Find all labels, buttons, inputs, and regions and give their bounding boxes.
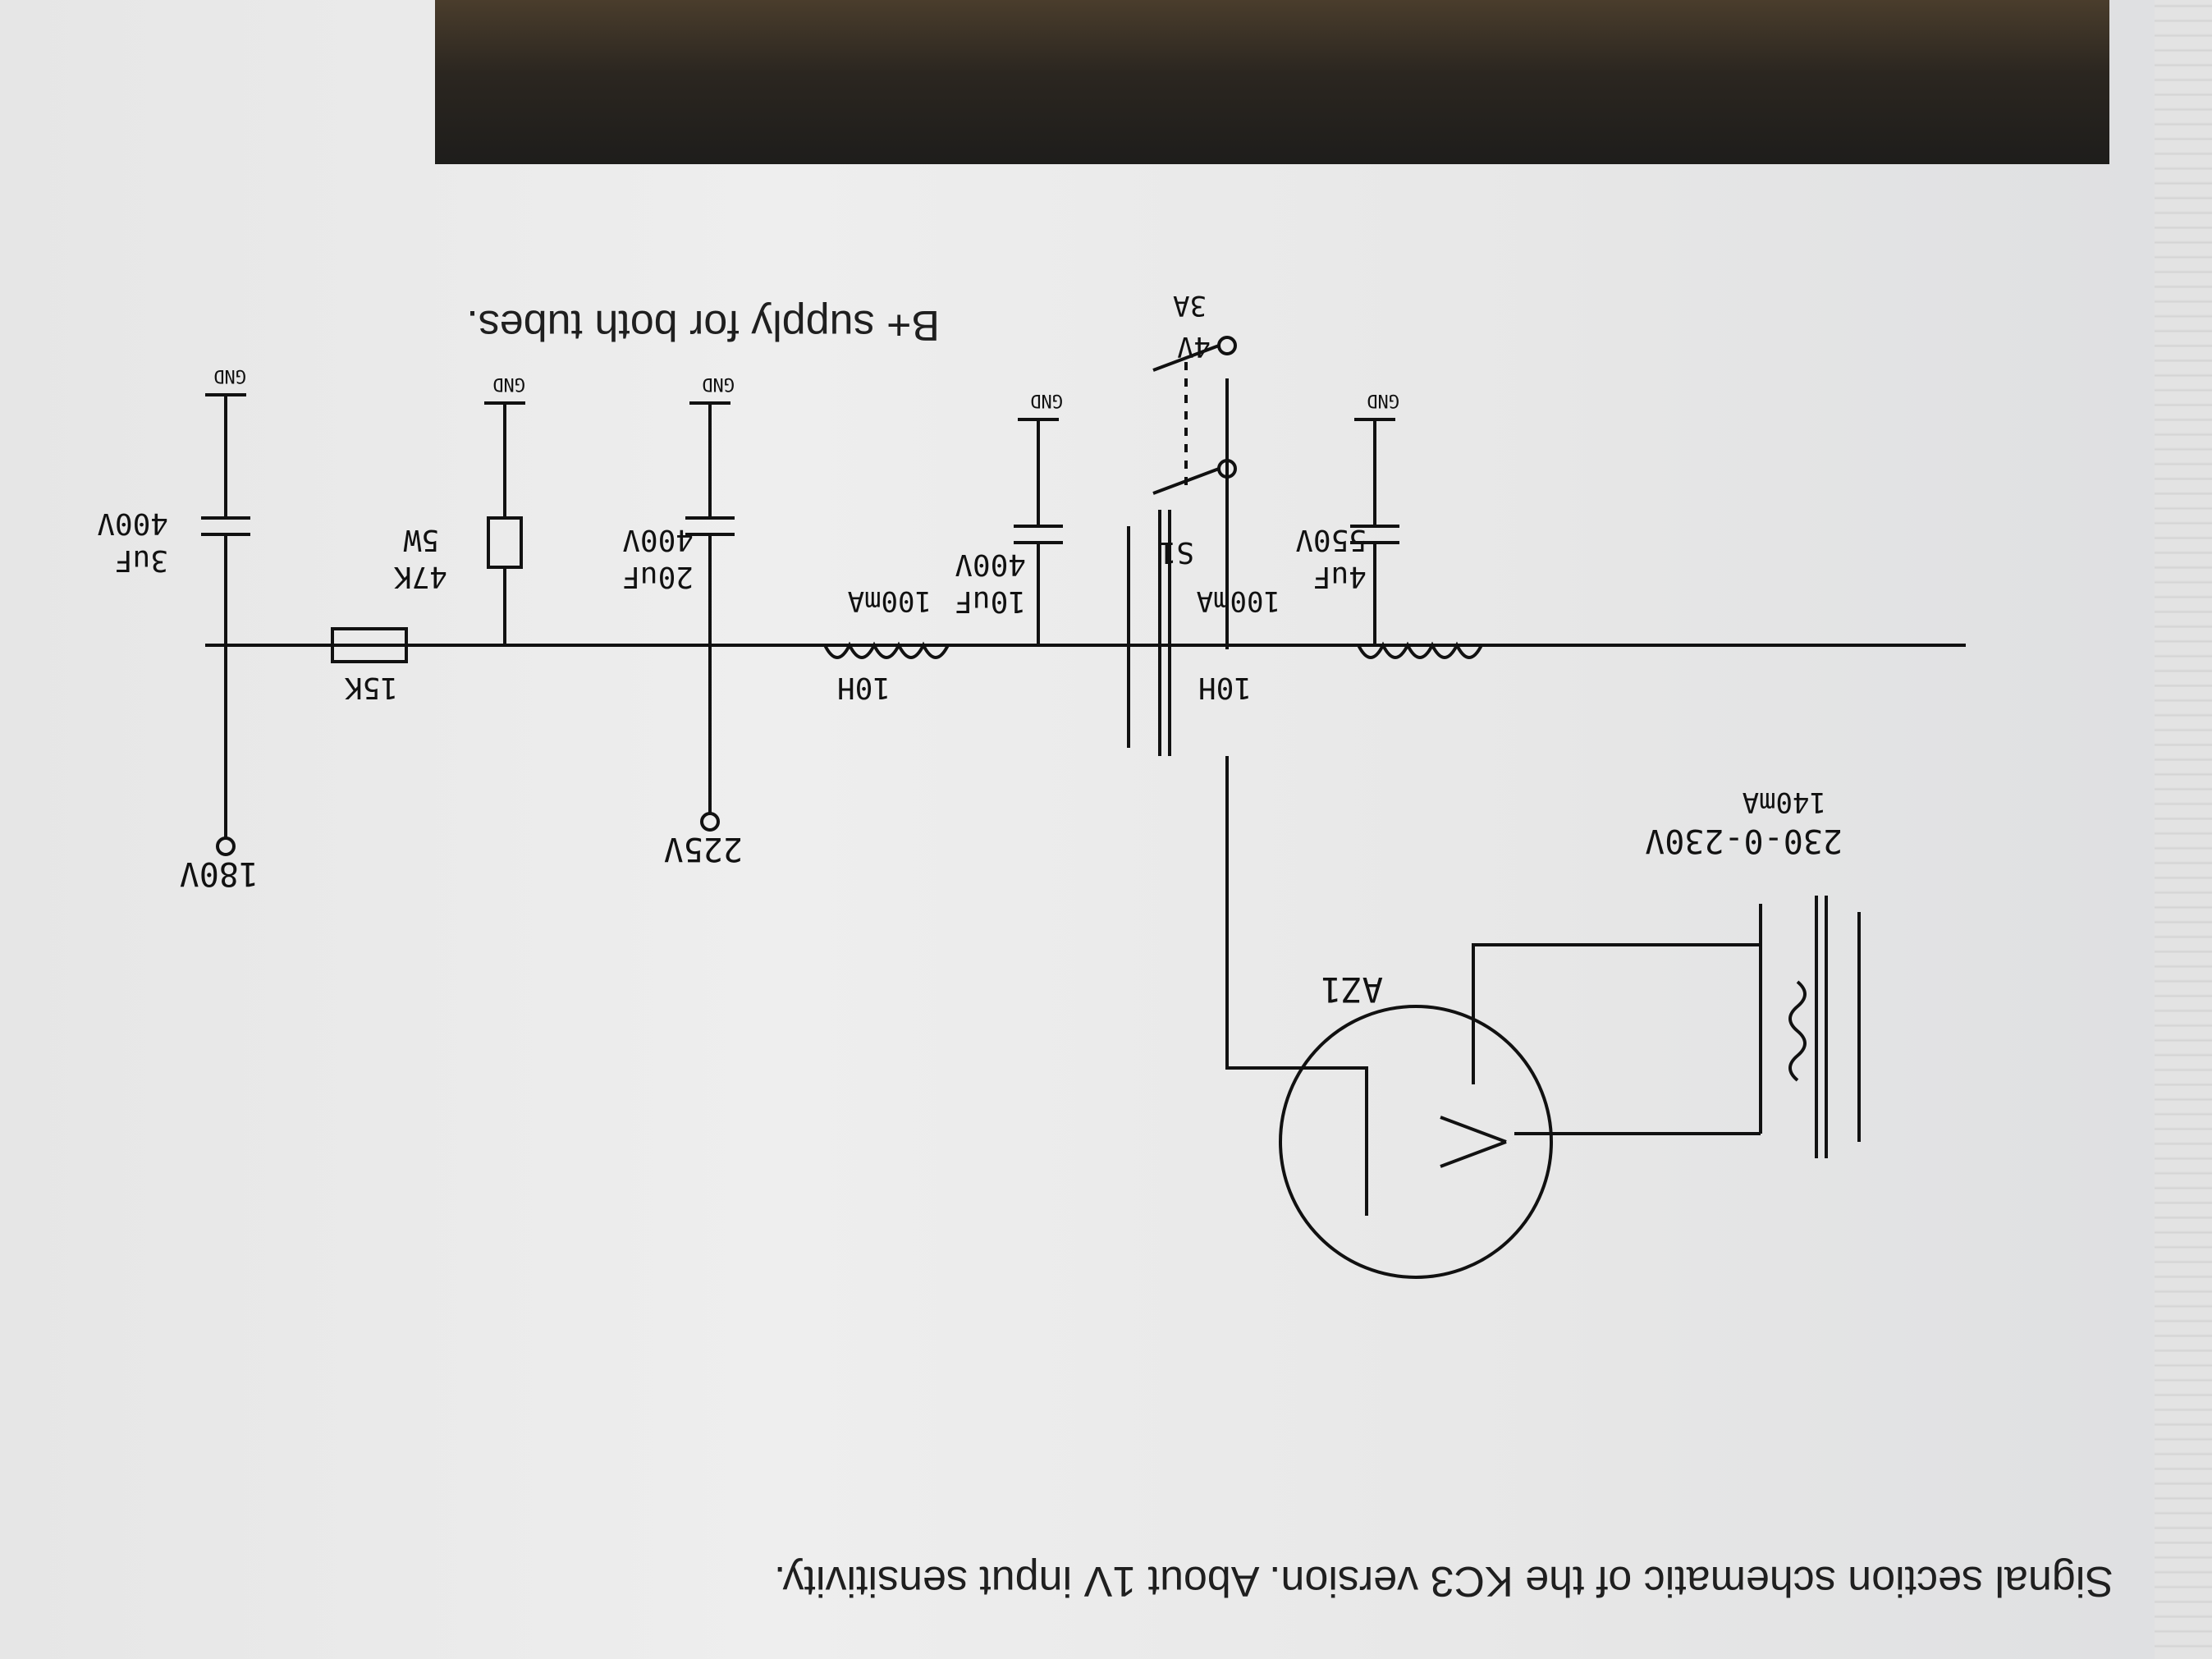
power-transformer-primary <box>1788 980 1807 1082</box>
cap-3-value: 20uF <box>622 560 694 593</box>
power-transformer-voltage: 230-0-230V <box>1645 822 1843 859</box>
cap-2-symbol <box>1014 418 1063 645</box>
cap-2-value: 10uF <box>955 584 1026 618</box>
rectifier-label: AZ1 <box>1321 969 1383 1010</box>
signal-caption: Signal section schematic of the KC3 vers… <box>773 1557 2114 1605</box>
rectifier-cathode <box>1301 1066 1368 1216</box>
gnd-label: GND <box>213 365 246 386</box>
heater-transformer-core <box>1158 510 1171 756</box>
tap-180v-terminal <box>216 836 236 856</box>
switch-label: S1 <box>1159 535 1194 569</box>
heater-feed <box>1225 756 1301 1070</box>
tap-180v-label: 180V <box>180 855 259 892</box>
cap-4-voltage: 400V <box>97 506 168 540</box>
power-transformer-core <box>1815 896 1828 1158</box>
cap-1-value: 4uF <box>1313 560 1367 593</box>
series-resistor-symbol <box>331 627 408 663</box>
rectifier-plate-lead-2 <box>1472 943 1761 1084</box>
gnd-label: GND <box>1367 390 1399 410</box>
cap-1-symbol <box>1350 418 1399 645</box>
rectifier-tube <box>1279 1005 1553 1279</box>
choke-2-inductance: 10H <box>837 671 891 704</box>
bleeder-resistor-symbol <box>487 516 523 569</box>
power-transformer-current: 140mA <box>1743 786 1826 818</box>
choke-2-current: 100mA <box>848 584 932 617</box>
bleeder-value: 47K <box>394 560 447 593</box>
choke-1-symbol <box>1357 641 1483 659</box>
bleeder-leads <box>484 401 525 645</box>
heater-voltage: 4V <box>1177 330 1211 363</box>
cap-4-value: 3uF <box>115 543 168 577</box>
gnd-label: GND <box>1030 390 1063 410</box>
gnd-label: GND <box>492 374 525 394</box>
cap-3-symbol <box>685 401 735 645</box>
tap-225v-terminal <box>700 812 720 832</box>
bleeder-power: 5W <box>403 523 439 557</box>
series-resistor-value: 15K <box>345 671 398 704</box>
supply-caption: B+ supply for both tubes. <box>466 301 940 349</box>
cap-1-voltage: 550V <box>1295 523 1367 557</box>
photo-strip <box>435 0 2109 164</box>
tap-225v-label: 225V <box>664 830 743 868</box>
gnd-label: GND <box>702 374 735 394</box>
heater-current: 3A <box>1173 289 1207 322</box>
cap-3-voltage: 400V <box>622 523 694 557</box>
choke-2-symbol <box>823 641 950 659</box>
choke-1-inductance: 10H <box>1198 671 1252 704</box>
cap-4-symbol <box>201 393 250 645</box>
choke-1-current: 100mA <box>1197 584 1280 617</box>
page-edge <box>2155 0 2212 1659</box>
rectifier-plates <box>1440 1116 1507 1168</box>
cap-2-voltage: 400V <box>955 548 1026 581</box>
switch-contact <box>1217 336 1237 355</box>
